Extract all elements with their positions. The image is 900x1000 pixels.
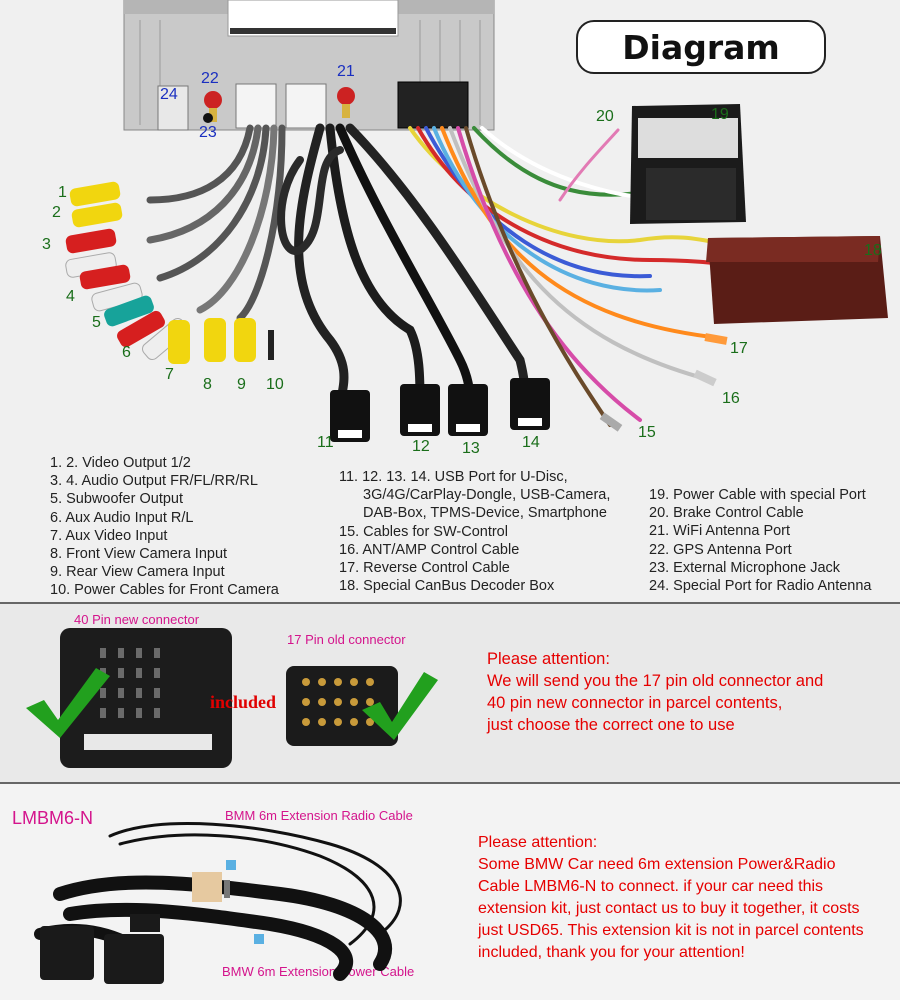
attention-line: extension kit, just contact us to buy it… (478, 900, 860, 917)
label-17: 17 (730, 340, 748, 357)
label-24: 24 (160, 86, 178, 103)
legend-item: 23. External Microphone Jack (649, 559, 841, 576)
label-22: 22 (201, 70, 219, 87)
legend-item: 20. Brake Control Cable (649, 505, 804, 522)
extension-panel: LMBM6-N BMM 6m Extension Radio Cable BMW… (0, 784, 900, 1000)
label-40-pin: 40 Pin new connector (74, 612, 200, 627)
legend-item: 5. Subwoofer Output (50, 491, 183, 508)
extension-attention: Please attention: Some BMW Car need 6m e… (478, 832, 864, 964)
legend-item: 17. Reverse Control Cable (339, 560, 510, 577)
legend-item: 22. GPS Antenna Port (649, 541, 792, 558)
legend-item: 3. 4. Audio Output FR/FL/RR/RL (50, 473, 258, 490)
legend-column-3: 19. Power Cable with special Port 20. Br… (649, 486, 871, 595)
attention-line: included, thank you for your attention! (478, 944, 745, 961)
label-17-pin: 17 Pin old connector (287, 632, 406, 647)
diagram-title: Diagram (622, 27, 780, 67)
legend-item: 24. Special Port for Radio Antenna (649, 578, 872, 595)
power-connector-box (630, 104, 746, 224)
label-23: 23 (199, 124, 217, 141)
label-5: 5 (92, 314, 101, 331)
attention-line: 40 pin new connector in parcel contents, (487, 694, 783, 712)
label-20: 20 (596, 108, 614, 125)
legend-item: DAB-Box, TPMS-Device, Smartphone (363, 505, 607, 522)
attention-line: just USD65. This extension kit is not in… (478, 922, 864, 939)
legend-item: 7. Aux Video Input (50, 527, 168, 544)
section-divider (0, 602, 900, 604)
legend-item: 9. Rear View Camera Input (50, 564, 225, 581)
wire-tips (599, 333, 728, 432)
label-11: 11 (317, 434, 334, 451)
wiring-illustration (65, 0, 888, 442)
label-1: 1 (58, 184, 67, 201)
connector-40-pin (60, 628, 232, 768)
attention-line: Please attention: (478, 834, 598, 851)
label-4: 4 (66, 288, 75, 305)
extension-cable-illustration (34, 822, 402, 984)
connector-attention: Please attention: We will send you the 1… (487, 648, 823, 736)
attention-line: Cable LMBM6-N to connect. if your car ne… (478, 878, 824, 895)
extension-model: LMBM6-N (12, 808, 94, 828)
connector-panel: 40 Pin new connector 17 Pin old connecto… (0, 604, 900, 782)
check-icon (362, 672, 438, 740)
power-cable-label: BMW 6m Extension Power Cable (222, 964, 415, 979)
legend-column-1: 1. 2. Video Output 1/2 3. 4. Audio Outpu… (50, 454, 279, 600)
cable-tag (192, 872, 222, 902)
label-18: 18 (864, 242, 882, 259)
legend-item: 10. Power Cables for Front Camera (50, 582, 279, 599)
label-19: 19 (711, 106, 729, 123)
connector-17-pin (286, 666, 398, 746)
legend-column-2: 11. 12. 13. 14. USB Port for U-Disc, 3G/… (339, 468, 610, 595)
label-13: 13 (462, 440, 480, 457)
legend-item: 15. Cables for SW-Control (339, 523, 508, 540)
power-plugs (40, 914, 164, 984)
label-2: 2 (52, 204, 61, 221)
legend-item: 11. 12. 13. 14. USB Port for U-Disc, (339, 469, 568, 485)
label-6: 6 (122, 344, 131, 361)
legend-item: 6. Aux Audio Input R/L (50, 509, 194, 526)
included-label: included (210, 692, 277, 712)
label-9: 9 (237, 376, 246, 393)
label-16: 16 (722, 390, 740, 407)
legend-item: 3G/4G/CarPlay-Dongle, USB-Camera, (363, 487, 611, 504)
section-divider (0, 782, 900, 784)
diagram-title-box: Diagram (576, 20, 826, 74)
attention-line: Some BMW Car need 6m extension Power&Rad… (478, 856, 836, 873)
label-7: 7 (165, 366, 174, 383)
connector-illustration (26, 628, 438, 768)
rca-connectors (65, 181, 274, 364)
label-21: 21 (337, 63, 355, 80)
head-unit (123, 0, 495, 131)
legend-item: 16. ANT/AMP Control Cable (339, 541, 520, 558)
usb-connectors (330, 378, 550, 442)
check-icon (26, 668, 110, 738)
label-10: 10 (266, 376, 284, 393)
attention-line: We will send you the 17 pin old connecto… (487, 672, 824, 690)
legend-item: 1. 2. Video Output 1/2 (50, 455, 191, 471)
label-15: 15 (638, 424, 656, 441)
label-8: 8 (203, 376, 212, 393)
canbus-decoder-box (706, 236, 888, 324)
legend-item: 8. Front View Camera Input (50, 546, 228, 563)
legend-item: 19. Power Cable with special Port (649, 487, 866, 503)
label-14: 14 (522, 434, 540, 451)
legend-item: 21. WiFi Antenna Port (649, 523, 791, 540)
attention-line: Please attention: (487, 650, 610, 668)
label-12: 12 (412, 438, 430, 455)
radio-cable-label: BMM 6m Extension Radio Cable (225, 808, 413, 823)
attention-line: just choose the correct one to use (487, 716, 735, 734)
label-3: 3 (42, 236, 51, 253)
wiring-diagram-section: Diagram 1 2 3 4 5 6 7 8 9 10 11 12 13 14… (42, 0, 888, 600)
legend-item: 18. Special CanBus Decoder Box (339, 578, 555, 595)
